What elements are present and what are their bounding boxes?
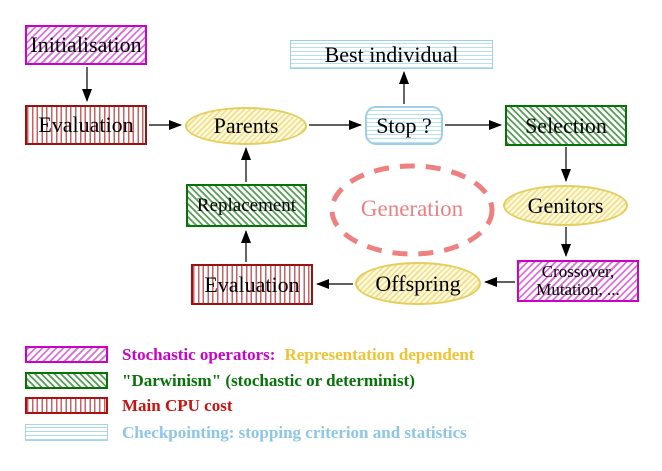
legend-label-stochastic-operators: Stochastic operators: xyxy=(122,344,276,364)
node-initialisation: Initialisation xyxy=(25,25,147,65)
node-evaluation-bottom: Evaluation xyxy=(191,264,313,305)
legend-row-stochastic-operators: Stochastic operators: Representation dep… xyxy=(25,345,474,364)
node-replacement-label: Replacement xyxy=(196,194,297,216)
legend-swatch-green-diagonal-hatch xyxy=(25,372,108,389)
generation-ellipse xyxy=(329,163,495,257)
node-offspring: Offspring xyxy=(355,262,481,305)
legend-swatch-red-vertical-stripes xyxy=(25,397,108,414)
node-parents-label: Parents xyxy=(213,113,279,139)
legend-label-darwinism: "Darwinism" (stochastic or determinist) xyxy=(122,370,415,390)
legend-label-representation-dependent: Representation dependent xyxy=(284,344,475,364)
legend-row-checkpointing: Checkpointing: stopping criterion and st… xyxy=(25,423,467,442)
generation-label: Generation xyxy=(360,196,464,221)
node-evaluation-top: Evaluation xyxy=(25,105,147,145)
node-crossover-label-line1: Crossover, xyxy=(541,262,615,282)
node-offspring-label: Offspring xyxy=(375,270,461,296)
node-replacement: Replacement xyxy=(186,184,307,227)
node-stop: Stop ? xyxy=(365,106,443,145)
node-crossover-label-line2: Mutation, ... xyxy=(536,280,620,299)
node-parents: Parents xyxy=(185,107,307,145)
legend-row-darwinism: "Darwinism" (stochastic or determinist) xyxy=(25,371,415,390)
node-selection: Selection xyxy=(505,105,627,146)
node-genitors-label: Genitors xyxy=(527,192,604,218)
legend-label-main-cpu-cost: Main CPU cost xyxy=(122,395,233,415)
legend-row-main-cpu-cost: Main CPU cost xyxy=(25,396,232,415)
node-evaluation-top-label: Evaluation xyxy=(38,112,134,138)
node-best-individual-label: Best individual xyxy=(324,41,459,67)
node-stop-label: Stop ? xyxy=(376,112,432,138)
legend-label-checkpointing: Checkpointing: stopping criterion and st… xyxy=(122,422,467,442)
node-best-individual: Best individual xyxy=(290,40,493,69)
legend-swatch-magenta-diagonal-hatch xyxy=(25,346,108,363)
node-selection-label: Selection xyxy=(525,112,607,138)
legend-swatch-cyan-horizontal-stripes xyxy=(25,424,108,441)
node-evaluation-bottom-label: Evaluation xyxy=(204,271,300,297)
node-initialisation-label: Initialisation xyxy=(30,32,142,58)
node-crossover-mutation: Crossover, Mutation, ... xyxy=(517,260,639,302)
node-genitors: Genitors xyxy=(503,185,628,226)
